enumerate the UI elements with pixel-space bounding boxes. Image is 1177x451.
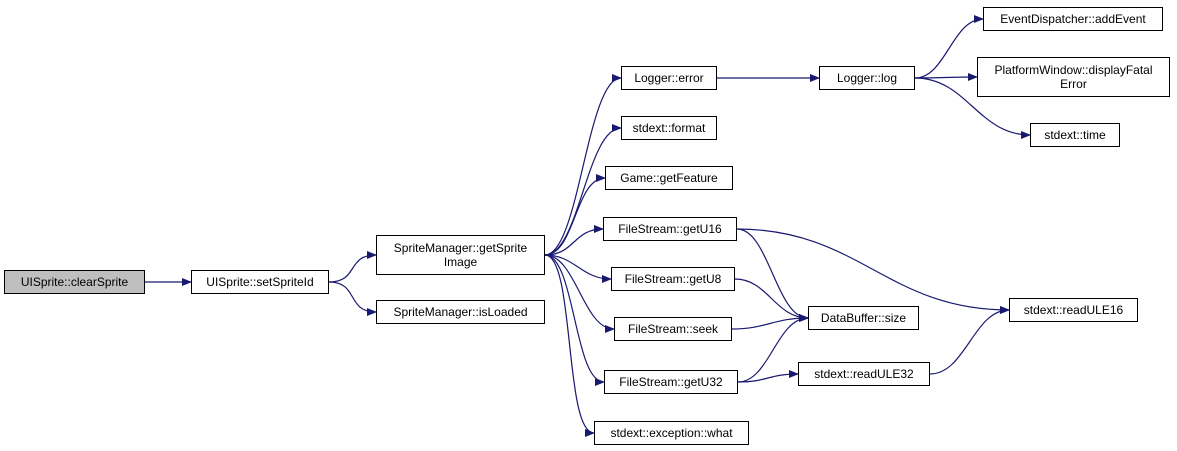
node-root-clear-sprite[interactable]: UISprite::clearSprite bbox=[4, 270, 145, 294]
edge-getSpriteImage-to-exceptionWhat bbox=[544, 254, 595, 437]
edge-getU16-to-readULE16 bbox=[736, 228, 1010, 314]
edge-loggerLog-to-addEvent bbox=[914, 15, 984, 79]
edge-getSpriteImage-to-loggerError bbox=[544, 74, 622, 256]
graph-edges bbox=[144, 15, 1031, 437]
edge-getSpriteImage-to-seek bbox=[544, 254, 615, 333]
node-logger-log[interactable]: Logger::log bbox=[819, 66, 915, 90]
edge-getSpriteImage-to-getU8 bbox=[544, 254, 612, 283]
node-get-u32[interactable]: FileStream::getU32 bbox=[604, 370, 738, 394]
node-stdext-format[interactable]: stdext::format bbox=[621, 116, 717, 140]
node-set-sprite-id[interactable]: UISprite::setSpriteId bbox=[191, 270, 329, 294]
node-add-event[interactable]: EventDispatcher::addEvent bbox=[983, 7, 1163, 31]
edge-getU32-to-dataBufferSize bbox=[737, 314, 809, 383]
edge-getSpriteImage-to-getU16 bbox=[544, 225, 604, 256]
node-is-loaded[interactable]: SpriteManager::isLoaded bbox=[376, 300, 545, 324]
node-stdext-time[interactable]: stdext::time bbox=[1030, 123, 1120, 147]
edge-getU8-to-dataBufferSize bbox=[734, 278, 809, 322]
node-get-feature[interactable]: Game::getFeature bbox=[605, 166, 733, 190]
node-logger-error[interactable]: Logger::error bbox=[621, 66, 717, 90]
edge-getSpriteImage-to-getU32 bbox=[544, 254, 605, 386]
edge-loggerLog-to-stdextTime bbox=[914, 77, 1031, 139]
node-read-ule16[interactable]: stdext::readULE16 bbox=[1009, 298, 1138, 322]
node-read-ule32[interactable]: stdext::readULE32 bbox=[798, 362, 930, 386]
node-data-buffer-size[interactable]: DataBuffer::size bbox=[808, 306, 919, 330]
node-get-u8[interactable]: FileStream::getU8 bbox=[611, 267, 735, 291]
edge-readULE32-to-readULE16 bbox=[929, 306, 1010, 375]
edge-getU32-to-readULE32 bbox=[737, 370, 799, 383]
edge-getSpriteImage-to-getFeature bbox=[544, 174, 606, 256]
edge-setSpriteId-to-isLoaded bbox=[328, 281, 377, 316]
node-get-u16[interactable]: FileStream::getU16 bbox=[603, 217, 737, 241]
node-get-sprite-image[interactable]: SpriteManager::getSprite Image bbox=[376, 235, 545, 275]
node-exception-what[interactable]: stdext::exception::what bbox=[594, 421, 749, 445]
edge-getSpriteImage-to-stdextFormat bbox=[544, 124, 622, 256]
edge-setSpriteId-to-getSpriteImage bbox=[328, 251, 377, 283]
edge-seek-to-dataBufferSize bbox=[731, 314, 809, 330]
edge-getU16-to-dataBufferSize bbox=[736, 228, 809, 322]
node-display-fatal-error[interactable]: PlatformWindow::displayFatal Error bbox=[977, 57, 1170, 97]
edge-loggerLog-to-displayFatalError bbox=[914, 73, 978, 82]
node-seek[interactable]: FileStream::seek bbox=[614, 317, 732, 341]
